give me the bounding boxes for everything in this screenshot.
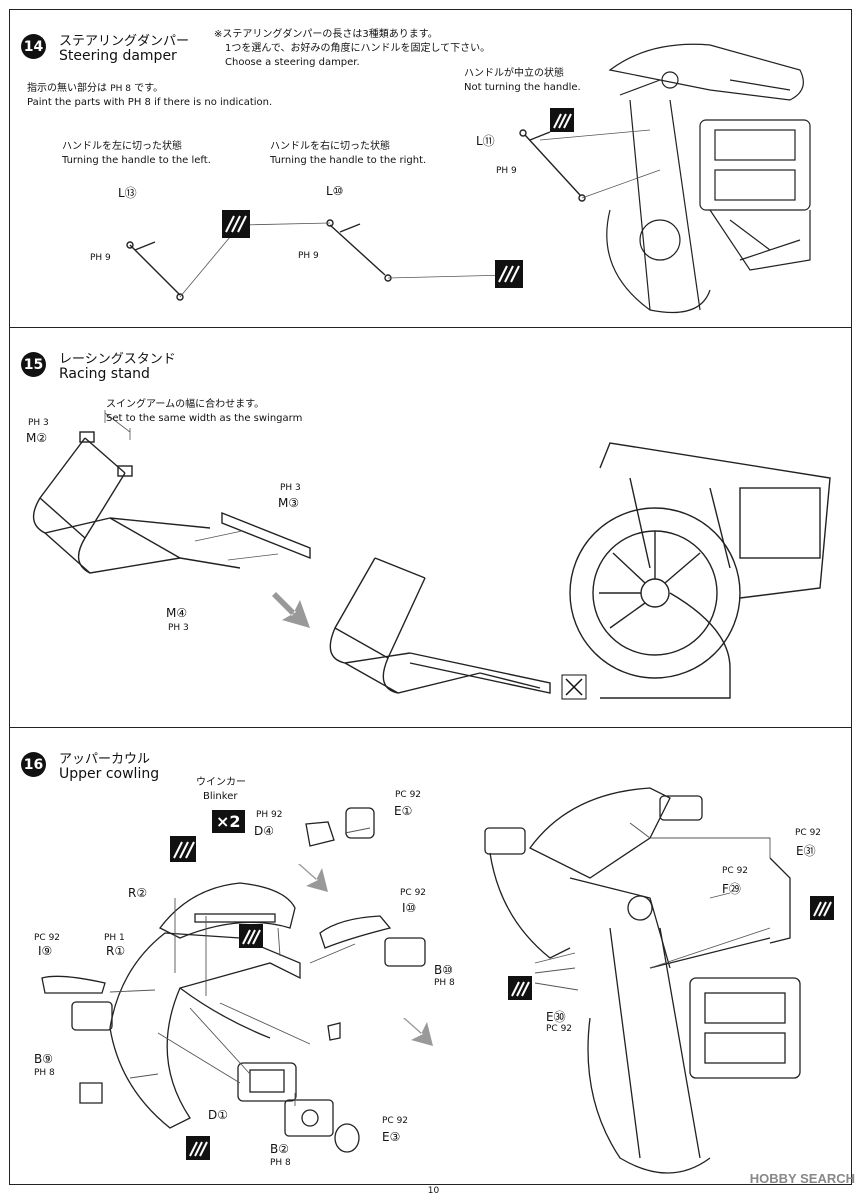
right-caption-en: Turning the handle to the right. [270, 155, 427, 166]
step-number-badge: 15 [21, 352, 46, 377]
step-title-en: Upper cowling [59, 766, 160, 782]
step-title-jp: レーシングスタンド [59, 352, 176, 367]
right-caption-jp: ハンドルを右に切った状態 [270, 141, 390, 152]
step-14-section: 14 ステアリングダンパー Steering damper ※ステアリングダンパ… [10, 10, 851, 328]
paint-code: PC 92 [795, 828, 822, 838]
part-label: E① [394, 804, 413, 818]
note-jp-1: ※ステアリングダンパーの長さは3種類あります。 [214, 29, 438, 40]
part-label: L⑪ [476, 134, 495, 148]
part-label: I⑨ [38, 944, 53, 958]
part-label: R① [106, 944, 126, 958]
paint-code: PC 92 [400, 888, 427, 898]
paint-code: PH 3 [168, 623, 189, 633]
paint-code: PC 92 [382, 1116, 409, 1126]
paint-note-jp: 指示の無い部分は PH 8 です。 [27, 83, 164, 94]
part-label: E㉚ [546, 1010, 566, 1024]
note-en: Set to the same width as the swingarm [106, 413, 303, 424]
paint-code: PH 9 [90, 253, 111, 263]
note-jp-2: 1つを選んで、お好みの角度にハンドルを固定して下さい。 [225, 43, 491, 54]
part-label: E㉛ [796, 844, 816, 858]
part-label: E③ [382, 1130, 401, 1144]
step-15-drawing [32, 410, 831, 700]
paint-code: PC 92 [546, 1024, 573, 1034]
paint-code: PH 8 [434, 978, 455, 988]
paint-code: PH 8 [34, 1068, 55, 1078]
page-number: 10 [427, 1186, 440, 1196]
paint-code: PC 92 [34, 933, 61, 943]
step-title-jp: ステアリングダンパー [59, 34, 190, 49]
paint-note-en: Paint the parts with PH 8 if there is no… [27, 97, 273, 108]
paint-code: PC 92 [722, 866, 749, 876]
step-16-section: 16 アッパーカウル Upper cowling ウインカー Blinker ×… [10, 728, 851, 1186]
step-15-section: 15 レーシングスタンド Racing stand スイングアームの幅に合わせま… [10, 328, 851, 728]
part-label: M③ [278, 496, 300, 510]
paint-code: PH 3 [28, 418, 49, 428]
left-caption-en: Turning the handle to the left. [62, 155, 211, 166]
left-caption-jp: ハンドルを左に切った状態 [62, 141, 182, 152]
quantity-x2-badge: ×2 [212, 810, 245, 833]
part-label: L⑬ [118, 186, 137, 200]
blinker-label-en: Blinker [203, 791, 238, 802]
paint-code: PH 9 [298, 251, 319, 261]
part-label: F㉙ [722, 882, 741, 896]
step-number-badge: 14 [21, 34, 46, 59]
step-number-badge: 16 [21, 752, 46, 777]
part-label: D① [208, 1108, 228, 1122]
part-label: I⑩ [402, 901, 417, 915]
step-title-en: Racing stand [59, 366, 150, 382]
paint-code: PH 8 [270, 1158, 291, 1168]
note-jp: スイングアームの幅に合わせます。 [106, 399, 265, 410]
paint-code: PH 1 [104, 933, 125, 943]
neutral-caption-en: Not turning the handle. [464, 82, 581, 93]
part-label: D④ [254, 824, 274, 838]
part-label: M④ [166, 606, 188, 620]
part-label: B② [270, 1142, 289, 1156]
instruction-sheet: 14 ステアリングダンパー Steering damper ※ステアリングダンパ… [9, 9, 852, 1185]
part-label: L⑩ [326, 184, 344, 198]
part-label: B⑩ [434, 963, 453, 977]
paint-code: PH 9 [496, 166, 517, 176]
step-title-jp: アッパーカウル [59, 752, 151, 767]
part-label: B⑨ [34, 1052, 53, 1066]
step-title-en: Steering damper [59, 48, 177, 64]
note-en: Choose a steering damper. [225, 57, 360, 68]
watermark: HOBBY SEARCH [749, 1171, 855, 1186]
step-14-drawing [126, 43, 811, 314]
part-label: M② [26, 431, 48, 445]
step-16-drawing [41, 787, 834, 1174]
blinker-label-jp: ウインカー [196, 777, 246, 788]
part-label: R② [128, 886, 148, 900]
paint-code: PC 92 [395, 790, 422, 800]
neutral-caption-jp: ハンドルが中立の状態 [464, 68, 564, 79]
paint-code: PH 92 [256, 810, 283, 820]
paint-code: PH 3 [280, 483, 301, 493]
